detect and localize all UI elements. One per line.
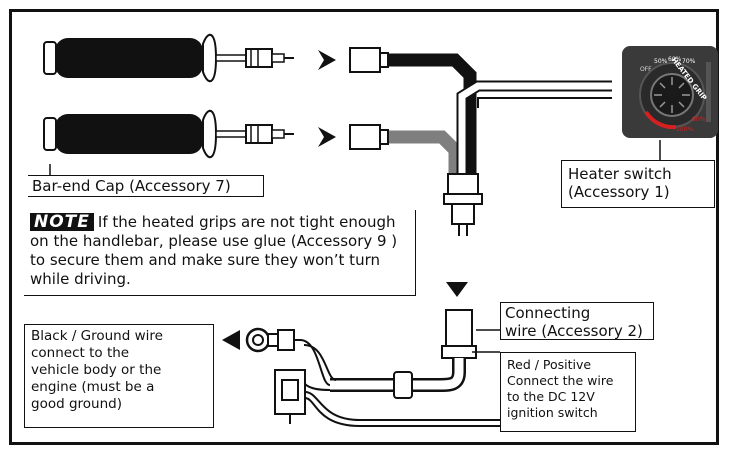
positive-wire-label: Red / Positive Connect the wire to the D…: [500, 352, 636, 432]
bar-end-cap-label: Bar-end Cap (Accessory 7): [28, 175, 264, 197]
ground-wire-label: Black / Ground wire connect to the vehic…: [24, 324, 214, 428]
arrow-left-icon: [222, 330, 240, 350]
connecting-wire-line-2: wire (Accessory 2): [505, 322, 643, 340]
diagram-frame: [9, 9, 719, 445]
ground-wire-line-5: good ground): [31, 396, 122, 412]
connecting-wire-label: Connecting wire (Accessory 2): [500, 302, 654, 340]
positive-wire-line-2: Connect the wire: [507, 373, 614, 388]
switch-level-3: 70%: [682, 58, 696, 65]
switch-off-label: OFF: [640, 66, 652, 73]
harness-connector: [443, 173, 483, 236]
switch-level-4: 80%: [692, 116, 706, 123]
heater-switch-line-1: Heater switch: [568, 165, 672, 183]
arrow-right-icon: [318, 127, 336, 147]
note-text: If the heated grips are not tight enough…: [30, 213, 398, 288]
arrow-right-icon: [318, 50, 336, 70]
ring-terminal: [245, 327, 295, 353]
connecting-wire-line-1: Connecting: [505, 304, 591, 322]
positive-wire-line-4: ignition switch: [507, 405, 598, 420]
ground-wire-line-4: engine (must be a: [31, 379, 155, 395]
ground-wire-line-3: vehicle body or the: [31, 362, 162, 378]
switch-level-1: 50%: [654, 58, 668, 65]
heater-switch: [622, 46, 718, 138]
heated-grip-bottom: [43, 109, 294, 159]
socket-top: [349, 47, 389, 73]
arrow-down-icon: [446, 282, 468, 297]
positive-wire-line-1: Red / Positive: [507, 357, 592, 372]
wire-harness: [385, 53, 612, 178]
switch-level-5: 100%: [676, 126, 694, 133]
socket-bottom: [349, 124, 389, 150]
ground-wire-line-2: connect to the: [31, 345, 130, 361]
fuse-box: [274, 369, 306, 424]
note-tag: NOTE: [30, 213, 94, 231]
heated-grip-top: [43, 33, 294, 83]
switch-level-2: 60%: [668, 56, 682, 63]
ground-wire-line-1: Black / Ground wire: [31, 328, 163, 344]
connecting-wire-connector: [441, 309, 477, 359]
heater-switch-label: Heater switch (Accessory 1): [561, 160, 715, 208]
heater-switch-line-2: (Accessory 1): [568, 183, 670, 201]
positive-wire-line-3: to the DC 12V: [507, 389, 595, 404]
